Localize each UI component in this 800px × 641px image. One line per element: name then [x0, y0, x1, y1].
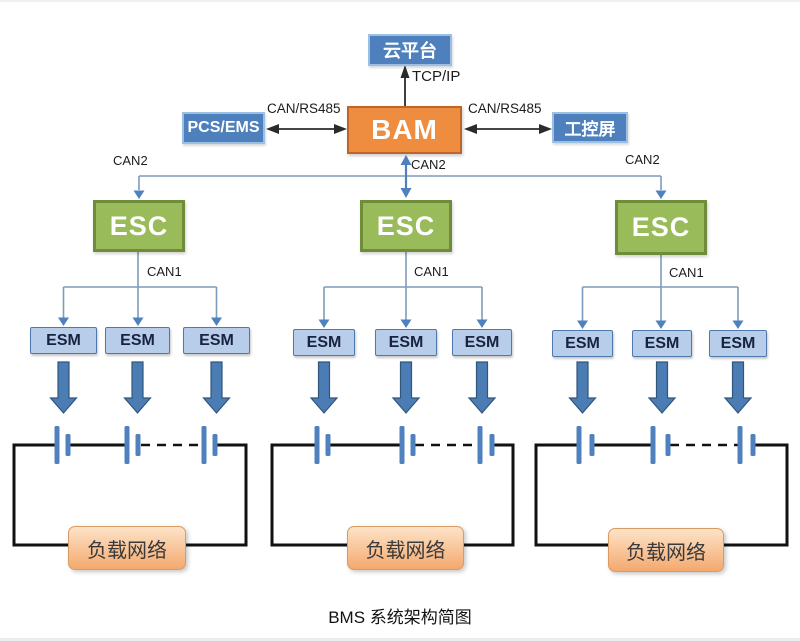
can1-tree-left: [62, 252, 218, 318]
can1-arrowheads-right: [577, 320, 744, 329]
can1-arrowheads-left: [58, 317, 222, 326]
industrial-screen-node: 工控屏: [552, 112, 628, 143]
tcpip-arrow: [400, 65, 410, 106]
esm-node: ESM: [30, 327, 97, 354]
block-arrow: [647, 361, 677, 414]
battery-bars-right: [576, 426, 756, 464]
can2-label-right: CAN2: [625, 152, 660, 167]
can2-label-middle: CAN2: [411, 157, 446, 172]
can1-label-middle: CAN1: [414, 264, 449, 279]
can1-arrowheads-middle: [318, 319, 488, 328]
block-arrow: [49, 361, 78, 414]
esm-node: ESM: [293, 329, 355, 356]
esm-node: ESM: [632, 330, 692, 357]
can1-label-left: CAN1: [147, 264, 182, 279]
esm-node: ESM: [709, 330, 767, 357]
block-arrow: [123, 361, 152, 414]
pcs-ems-node: PCS/EMS: [182, 112, 265, 144]
block-arrow: [568, 361, 597, 414]
bam-node: BAM: [347, 106, 462, 154]
can2-label-left: CAN2: [113, 153, 148, 168]
esm-node: ESM: [452, 329, 512, 356]
can2-arrowheads: [133, 190, 667, 199]
load-network-node-middle: 负载网络: [347, 526, 464, 570]
block-arrow: [467, 361, 497, 414]
esc-node-middle: ESC: [360, 200, 452, 252]
block-arrow: [723, 361, 753, 414]
load-network-node-right: 负载网络: [608, 528, 724, 572]
bam-hmi-double-arrow: [464, 124, 552, 134]
diagram-title: BMS 系统架构简图: [328, 608, 472, 627]
esc-node-left: ESC: [93, 200, 185, 252]
esm-node: ESM: [105, 327, 170, 354]
can1-tree-middle: [323, 252, 483, 320]
block-arrow: [202, 361, 231, 414]
pcs-bam-double-arrow: [266, 124, 347, 134]
tcpip-label: TCP/IP: [412, 68, 461, 85]
can1-tree-right: [581, 255, 739, 321]
battery-bars-middle: [314, 426, 495, 464]
esm-node: ESM: [375, 329, 437, 356]
can2-bus-line: [138, 175, 662, 190]
can1-label-right: CAN1: [669, 265, 704, 280]
bam-esc-double-arrow: [400, 155, 412, 198]
esm-node: ESM: [552, 330, 613, 357]
can-rs485-label-right: CAN/RS485: [468, 101, 542, 116]
cloud-platform-node: 云平台: [368, 34, 452, 66]
esm-node: ESM: [183, 327, 250, 354]
esc-node-right: ESC: [615, 200, 707, 255]
battery-bars-left: [54, 426, 218, 464]
block-arrow: [309, 361, 339, 414]
load-network-node-left: 负载网络: [68, 526, 186, 570]
can-rs485-label-left: CAN/RS485: [267, 101, 341, 116]
block-arrow: [391, 361, 421, 414]
block-arrows: [49, 361, 753, 414]
